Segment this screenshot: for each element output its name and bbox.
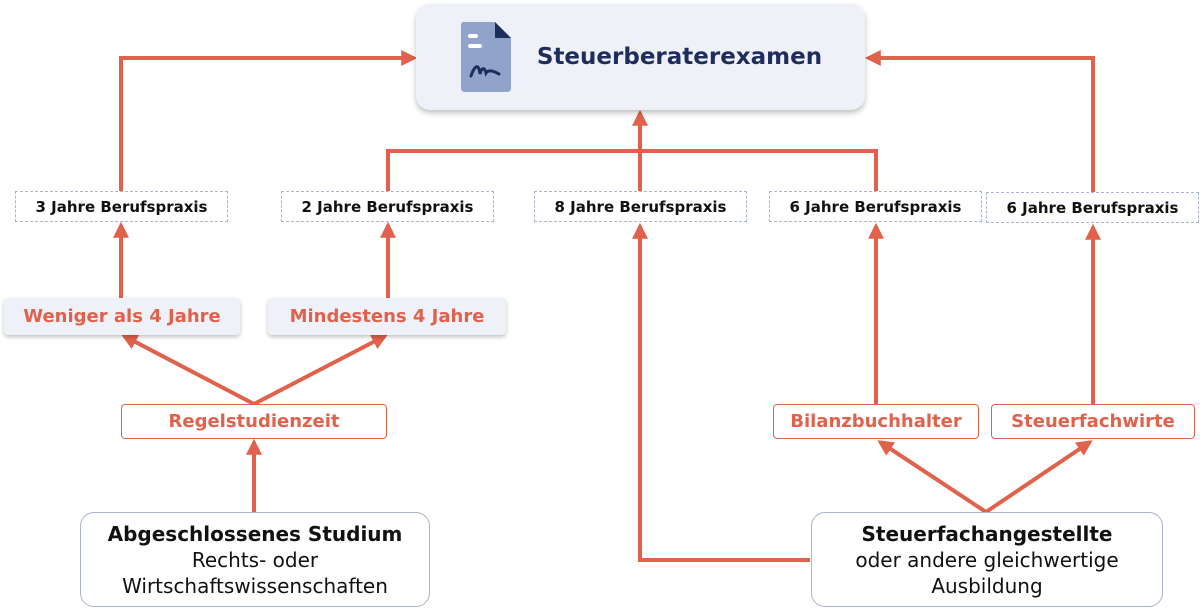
angestellte-node: Steuerfachangestellte oder andere gleich… [811, 512, 1163, 607]
arrow-angestellte-to-fachwirt [984, 440, 1093, 514]
document-icon [460, 22, 511, 92]
practice-8-jahre: 8 Jahre Berufspraxis [534, 191, 747, 222]
arrow-6-jahre-right-to-exam [864, 50, 1095, 192]
steuerfachwirte-node: Steuerfachwirte [991, 404, 1195, 439]
arrow-regel-to-min [253, 334, 388, 406]
practice-6-jahre-right: 6 Jahre Berufspraxis [986, 192, 1199, 223]
practice-2-jahre: 2 Jahre Berufspraxis [281, 191, 494, 222]
bracket-middle [386, 149, 878, 191]
studium-title: Abgeschlossenes Studium [107, 521, 403, 546]
arrow-angestellte-to-bilanz [877, 440, 988, 514]
regelstudienzeit-node: Regelstudienzeit [121, 404, 387, 439]
arrow-3-jahre-to-exam [119, 50, 418, 191]
practice-6-jahre-left: 6 Jahre Berufspraxis [769, 191, 982, 222]
angestellte-title: Steuerfachangestellte [861, 521, 1113, 546]
exam-node: Steuerberaterexamen [416, 4, 865, 110]
practice-3-jahre: 3 Jahre Berufspraxis [15, 191, 228, 222]
duration-weniger: Weniger als 4 Jahre [4, 298, 240, 335]
arrow-angestellte-to-8jahre [632, 222, 810, 562]
duration-mindestens: Mindestens 4 Jahre [268, 298, 506, 335]
arrow-regel-to-less [121, 334, 255, 406]
studium-line2: Wirtschaftswissenschaften [122, 573, 388, 598]
angestellte-line1: oder andere gleichwertige [855, 547, 1119, 572]
bilanzbuchhalter-node: Bilanzbuchhalter [773, 404, 979, 439]
studium-node: Abgeschlossenes Studium Rechts- oder Wir… [80, 512, 430, 607]
studium-line1: Rechts- oder [191, 547, 319, 572]
angestellte-line2: Ausbildung [931, 573, 1043, 598]
exam-title: Steuerberaterexamen [536, 44, 823, 70]
